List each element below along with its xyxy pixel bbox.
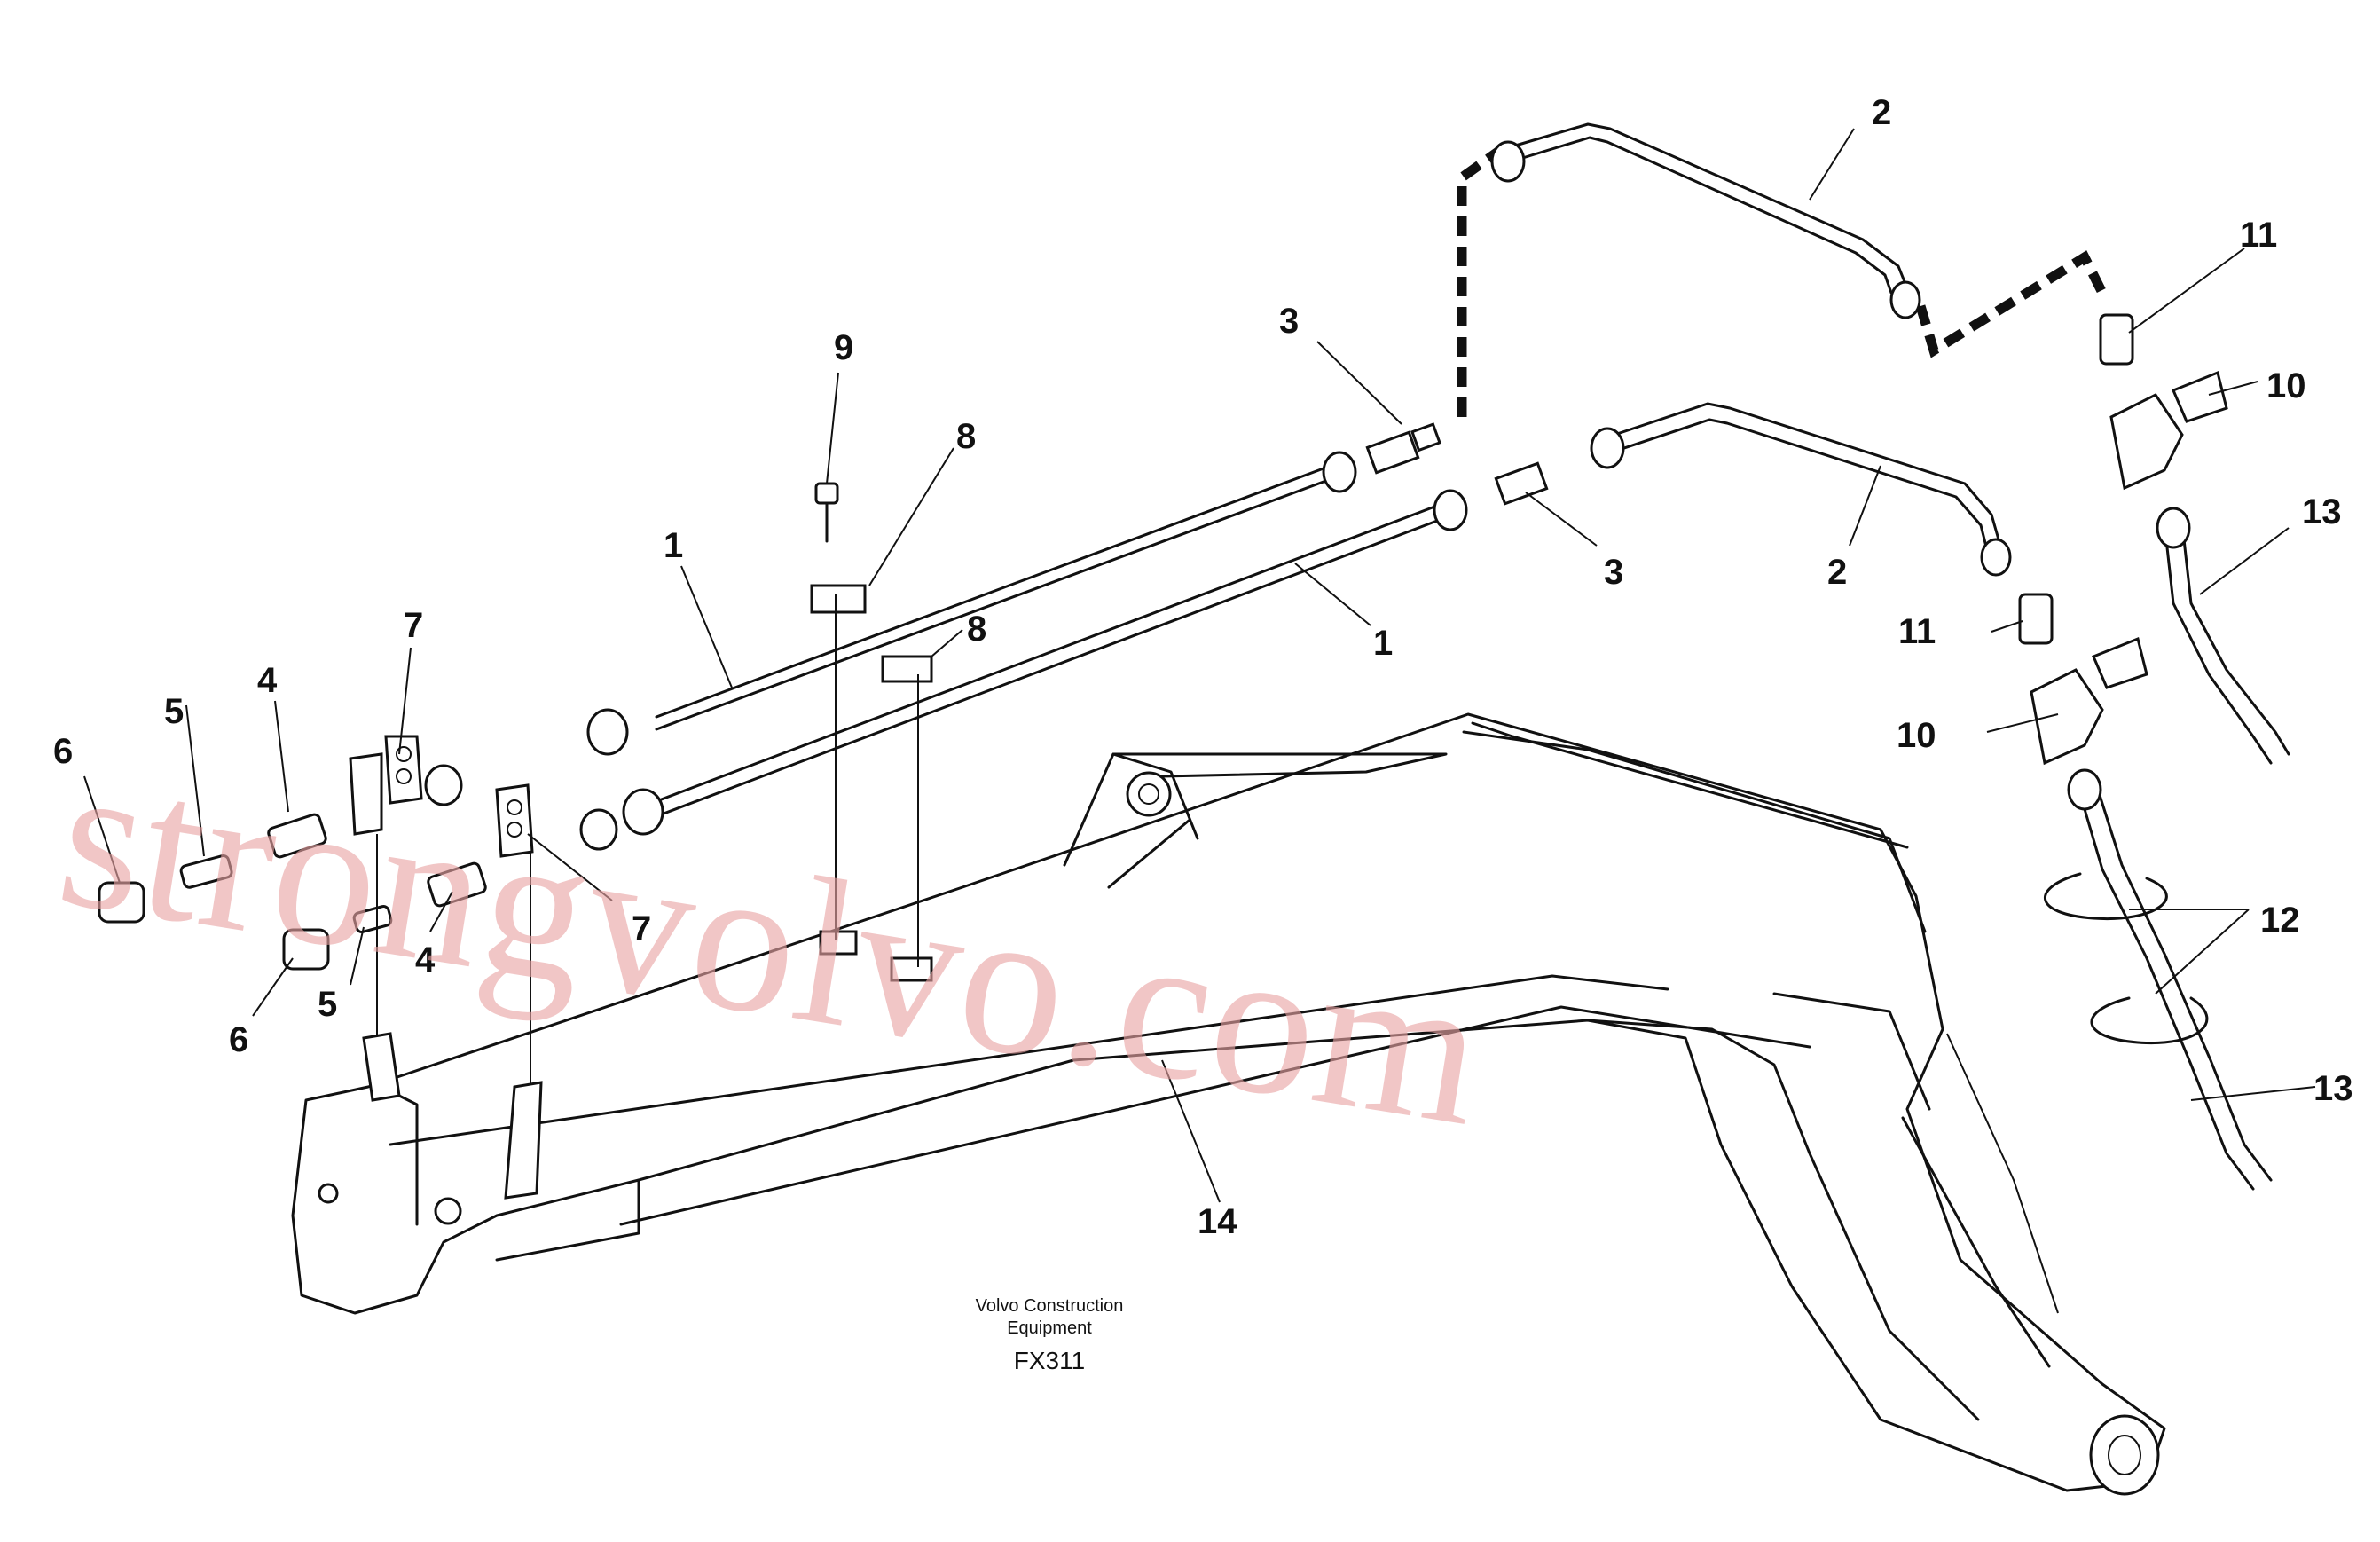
callout-3b: 3 [1604,553,1623,592]
boom-outline [291,712,2166,1496]
callout-8a: 8 [956,417,976,456]
callout-2b: 2 [1827,553,1847,592]
callout-10a: 10 [2266,366,2306,405]
callout-1a: 1 [664,526,683,565]
callout-13b: 13 [2313,1069,2353,1108]
callout-5b: 5 [318,985,337,1024]
bent-pipe-upper [1511,122,1909,295]
dashed-link-left [1457,146,1503,417]
callout-6b: 6 [229,1020,248,1059]
caption-line1: Volvo Construction [976,1296,1124,1316]
callout-5a: 5 [164,692,184,731]
callout-13a: 13 [2302,492,2342,531]
caption-block: Volvo Construction Equipment FX311 [976,1296,1124,1374]
callout-14: 14 [1198,1202,1237,1241]
callout-6a: 6 [53,732,73,771]
callout-2a: 2 [1872,93,1891,132]
callout-10b: 10 [1897,716,1936,755]
fittings [98,140,2290,1200]
callout-8b: 8 [967,610,986,649]
callout-7b: 7 [632,909,651,948]
callout-3a: 3 [1279,302,1299,341]
callout-12: 12 [2260,901,2300,940]
callout-11b: 11 [1898,612,1936,651]
caption-line2: Equipment [1007,1318,1092,1338]
pipe-lower [650,504,1439,820]
callout-4a: 4 [257,661,278,700]
leader-lines [83,128,2316,1203]
watermark: strongvolvo.com [46,718,1498,1170]
callouts: 1 1 2 2 3 3 4 4 5 5 6 6 7 7 8 8 9 10 10 … [53,93,2353,1241]
callout-9: 9 [834,328,853,367]
callout-11a: 11 [2240,216,2277,255]
callout-7a: 7 [404,606,423,645]
bent-pipe-lower [1599,402,2002,552]
dashed-link-right [1915,250,2107,358]
pipe-upper [655,464,1332,731]
callout-4b: 4 [415,940,436,979]
callout-1b: 1 [1373,624,1393,663]
caption-code: FX311 [1014,1347,1085,1374]
